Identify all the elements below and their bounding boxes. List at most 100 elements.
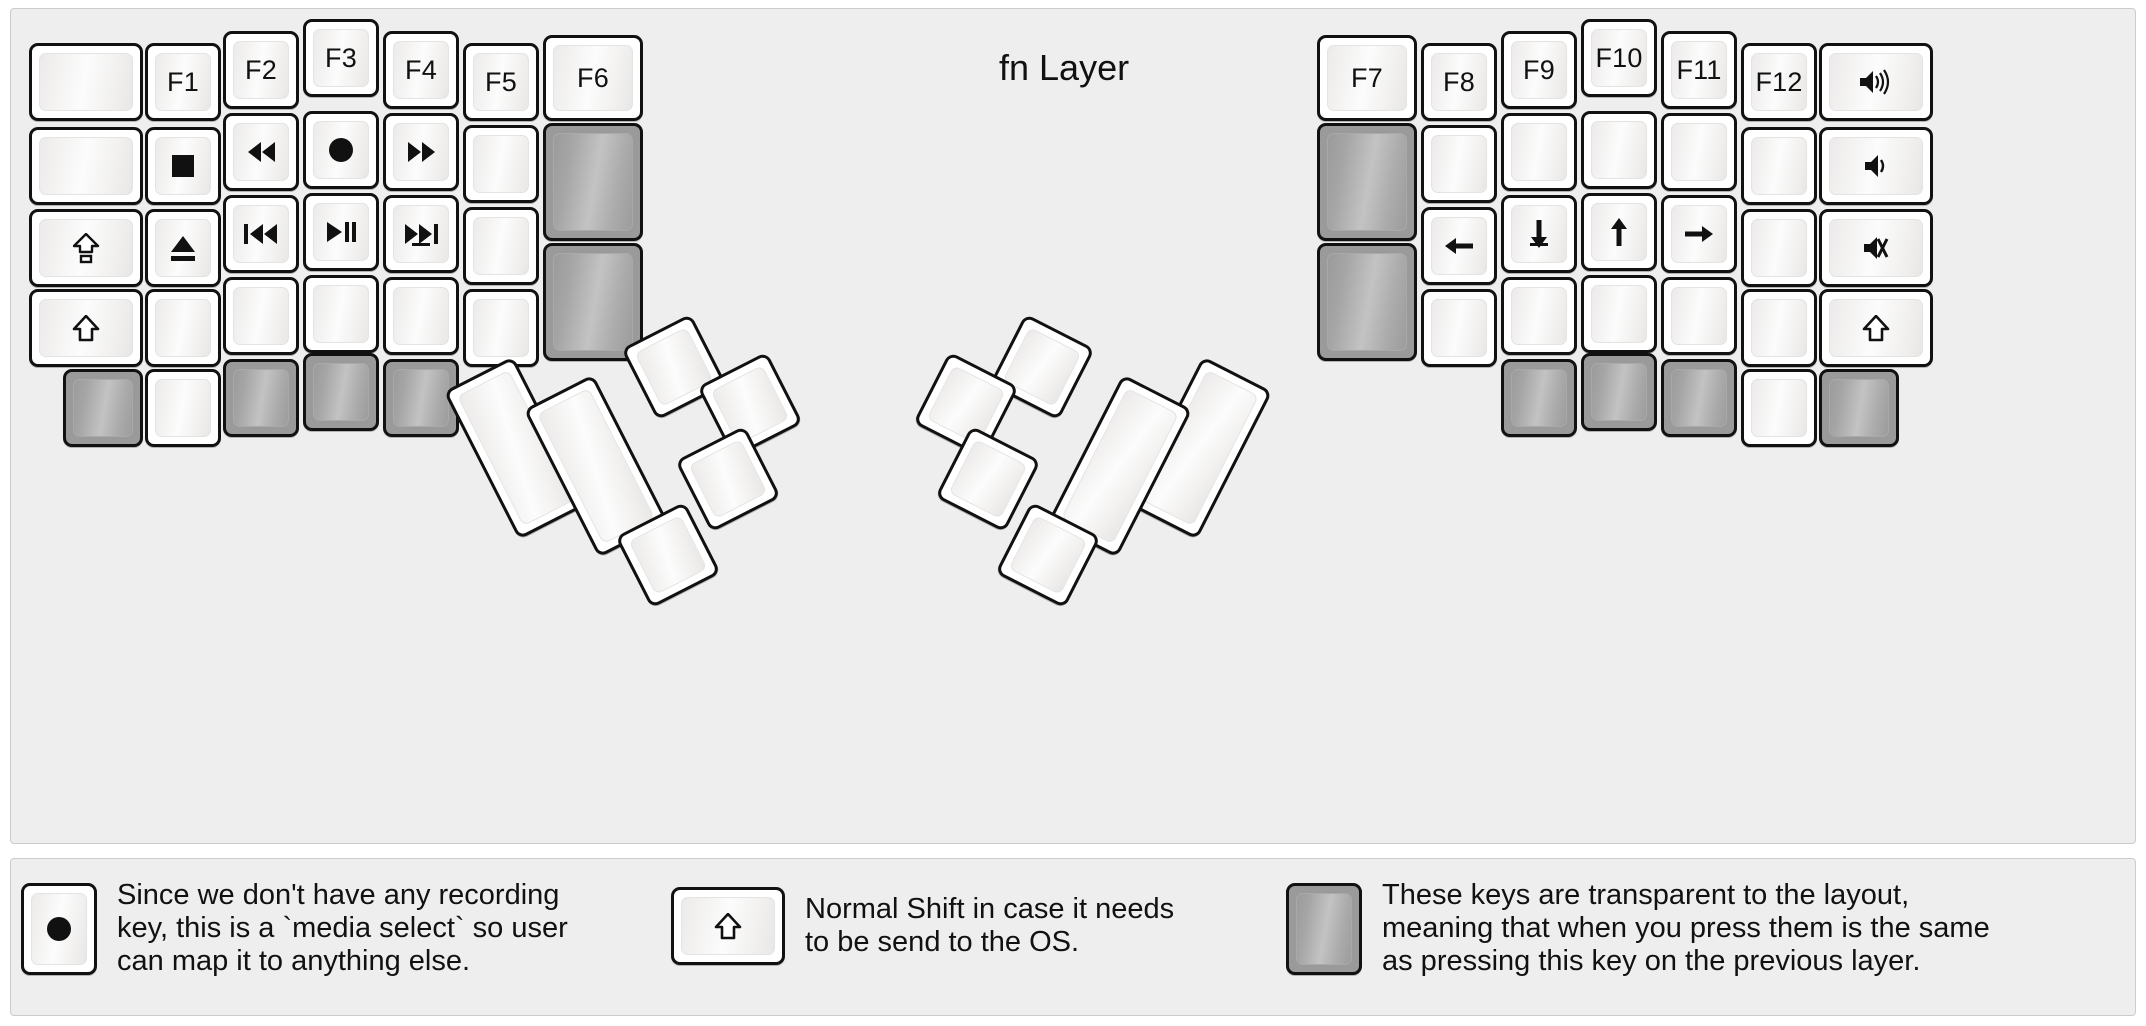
key-r-c2-r4[interactable]	[1501, 359, 1577, 437]
key-l-c6-r2[interactable]	[543, 243, 643, 361]
key-r-c6-r3[interactable]	[1819, 289, 1933, 367]
key-r-c3-r1[interactable]	[1581, 111, 1657, 189]
key-r-c3-r0[interactable]: F10	[1581, 19, 1657, 97]
key-r-c5-r4[interactable]	[1741, 369, 1817, 447]
key-label: F3	[325, 42, 357, 73]
key-r-c4-r3[interactable]	[1661, 277, 1737, 355]
key-l-c5-r3[interactable]	[463, 289, 539, 367]
key-r-c2-r3[interactable]	[1501, 277, 1577, 355]
key-l-c1-r2[interactable]	[145, 209, 221, 287]
key-l-c1-r3[interactable]	[145, 289, 221, 367]
key-r-c6-r2[interactable]	[1819, 209, 1933, 287]
key-label: F7	[1351, 62, 1383, 93]
eject-icon	[170, 235, 196, 262]
key-l-c4-r0[interactable]: F4	[383, 31, 459, 109]
key-r-c5-r1[interactable]	[1741, 127, 1817, 205]
key-l-c3-r2[interactable]	[303, 193, 379, 271]
key-r-c2-r0[interactable]: F9	[1501, 31, 1577, 109]
keycap-face	[1591, 285, 1647, 343]
keycap-face	[1829, 219, 1923, 277]
key-r-c5-r3[interactable]	[1741, 289, 1817, 367]
fast-forward-icon	[406, 141, 437, 163]
keycap-face	[1511, 369, 1567, 427]
key-r-c0-r2[interactable]	[1317, 243, 1417, 361]
keycap-face	[553, 253, 633, 351]
key-l-c0-r0[interactable]	[29, 43, 143, 121]
arrow-right-icon	[1683, 223, 1715, 245]
key-l-c2-r1[interactable]	[223, 113, 299, 191]
keycap-face	[313, 121, 369, 179]
legend-sample-key-2	[671, 887, 785, 965]
key-label: F10	[1595, 42, 1643, 73]
key-r-c3-r3[interactable]	[1581, 275, 1657, 353]
key-l-c3-r3[interactable]	[303, 275, 379, 353]
keycap-face	[1327, 133, 1407, 231]
keycap-face	[233, 369, 289, 427]
key-r-c1-r0[interactable]: F8	[1421, 43, 1497, 121]
key-label: F1	[167, 66, 199, 97]
key-l-c2-r2[interactable]	[223, 195, 299, 273]
key-r-c3-r2[interactable]	[1581, 193, 1657, 271]
next-track-icon	[404, 223, 438, 245]
key-r-c4-r4[interactable]	[1661, 359, 1737, 437]
key-l-c0-r3[interactable]	[29, 289, 143, 367]
keycap-face: F2	[233, 41, 289, 99]
key-label: F6	[577, 62, 609, 93]
caps-lock-icon	[72, 232, 100, 264]
key-r-c4-r0[interactable]: F11	[1661, 31, 1737, 109]
key-r-c4-r1[interactable]	[1661, 113, 1737, 191]
legend-item-1: Since we don't have any recording key, t…	[21, 879, 568, 978]
key-l-c3-r0[interactable]: F3	[303, 19, 379, 97]
key-r-c3-r4[interactable]	[1581, 353, 1657, 431]
key-l-c1-r1[interactable]	[145, 127, 221, 205]
key-l-c6-r1[interactable]	[543, 123, 643, 241]
keycap-face	[688, 439, 768, 519]
key-l-c4-r2[interactable]	[383, 195, 459, 273]
key-r-c1-r1[interactable]	[1421, 125, 1497, 203]
key-r-c6-r1[interactable]	[1819, 127, 1933, 205]
key-r-c5-r0[interactable]: F12	[1741, 43, 1817, 121]
key-l-c6-r0[interactable]: F6	[543, 35, 643, 121]
key-r-c0-r1[interactable]	[1317, 123, 1417, 241]
key-r-c4-r2[interactable]	[1661, 195, 1737, 273]
key-r-c1-r2[interactable]	[1421, 207, 1497, 285]
keycap-face	[948, 439, 1028, 519]
key-l-c1-r0[interactable]: F1	[145, 43, 221, 121]
key-l-c5-r0[interactable]: F5	[463, 43, 539, 121]
key-r-c2-r1[interactable]	[1501, 113, 1577, 191]
key-l-c4-r1[interactable]	[383, 113, 459, 191]
key-r-c6-r4[interactable]	[1819, 369, 1899, 447]
keycap-face	[1829, 379, 1889, 437]
prev-track-icon	[244, 223, 278, 245]
keycap-face	[1296, 892, 1352, 965]
keycap-face	[1671, 287, 1727, 345]
key-l-c1-r4[interactable]	[145, 369, 221, 447]
key-r-c0-r0[interactable]: F7	[1317, 35, 1417, 121]
fn-underline-marker	[412, 243, 430, 246]
keycap-face: F9	[1511, 41, 1567, 99]
keycap-face	[553, 133, 633, 231]
legend-description-1: Since we don't have any recording key, t…	[117, 879, 568, 978]
key-r-c5-r2[interactable]	[1741, 209, 1817, 287]
keycap-face	[39, 299, 133, 357]
key-l-c3-r1[interactable]	[303, 111, 379, 189]
key-l-c5-r2[interactable]	[463, 207, 539, 285]
key-l-c2-r0[interactable]: F2	[223, 31, 299, 109]
keycap-face	[155, 219, 211, 277]
key-l-c2-r4[interactable]	[223, 359, 299, 437]
key-l-c3-r4[interactable]	[303, 353, 379, 431]
key-l-c0-r4[interactable]	[63, 369, 143, 447]
key-r-c1-r3[interactable]	[1421, 289, 1497, 367]
key-r-c2-r2[interactable]	[1501, 195, 1577, 273]
key-l-c4-r3[interactable]	[383, 277, 459, 355]
key-l-c5-r1[interactable]	[463, 125, 539, 203]
play-pause-icon	[326, 221, 357, 243]
key-l-c2-r3[interactable]	[223, 277, 299, 355]
keycap-face	[681, 897, 775, 955]
key-l-c0-r2[interactable]	[29, 209, 143, 287]
keycap-face	[313, 285, 369, 343]
key-l-c0-r1[interactable]	[29, 127, 143, 205]
key-r-c6-r0[interactable]	[1819, 43, 1933, 121]
rewind-icon	[246, 141, 277, 163]
legend-sample-key-3	[1286, 882, 1362, 975]
